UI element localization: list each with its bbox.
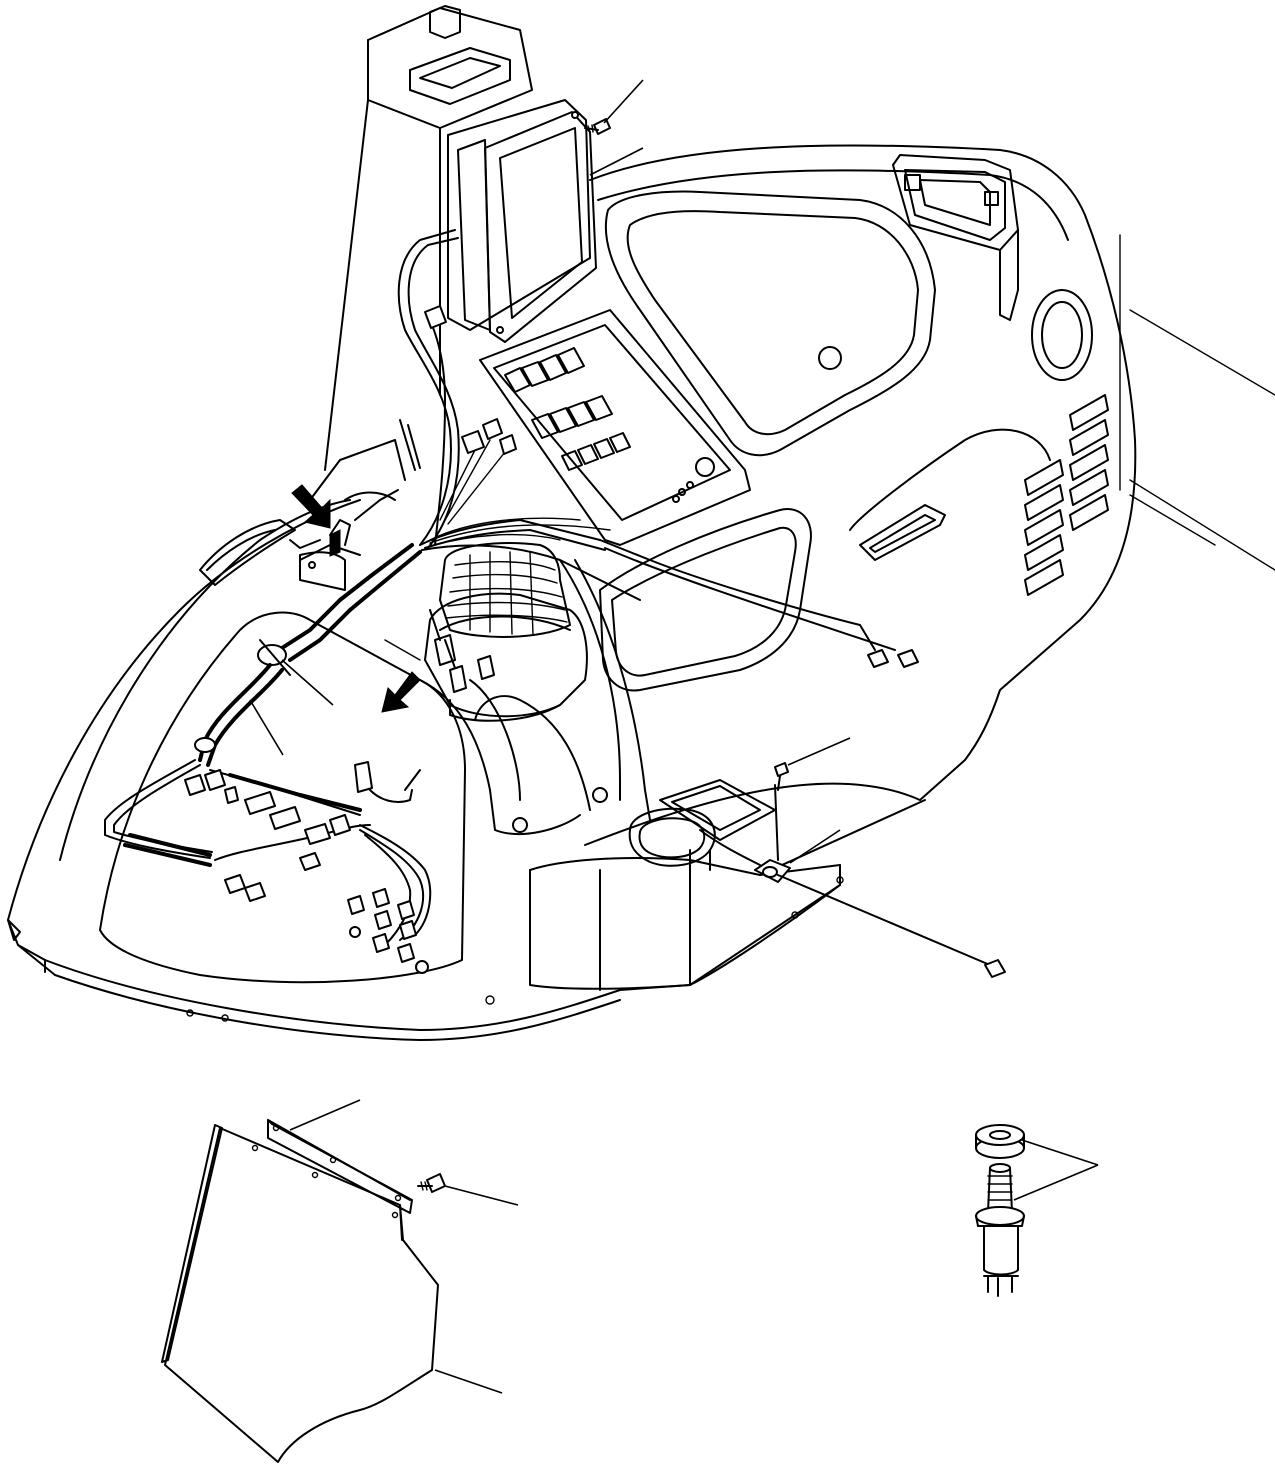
direction-arrows [292,485,420,712]
leader-grommet [282,660,333,705]
leader-nut [1022,1140,1098,1165]
console-shell [590,145,1275,800]
leader-clip [790,830,840,863]
main-assembly-view [8,6,1275,1040]
leader-bolt [445,1186,518,1205]
leader-monitor [590,148,643,175]
side-console [600,430,1050,691]
leader-screw-monitor [604,80,643,123]
switch-panel [480,310,750,545]
leader-switch [1014,1165,1098,1200]
cover-plate-view [162,1100,518,1462]
leader-plate [435,1370,502,1393]
monitor-unit [448,100,610,342]
vent-louvers [1025,395,1108,595]
switch-and-nut-view [976,1125,1098,1296]
clip-and-cable [700,763,1005,977]
leader-bracket [290,1100,360,1130]
leader-harness [250,700,283,755]
front-shell [8,500,690,1040]
leader-clip-screw [788,738,850,765]
wiring-harness [105,230,918,973]
lower-base [530,780,925,990]
